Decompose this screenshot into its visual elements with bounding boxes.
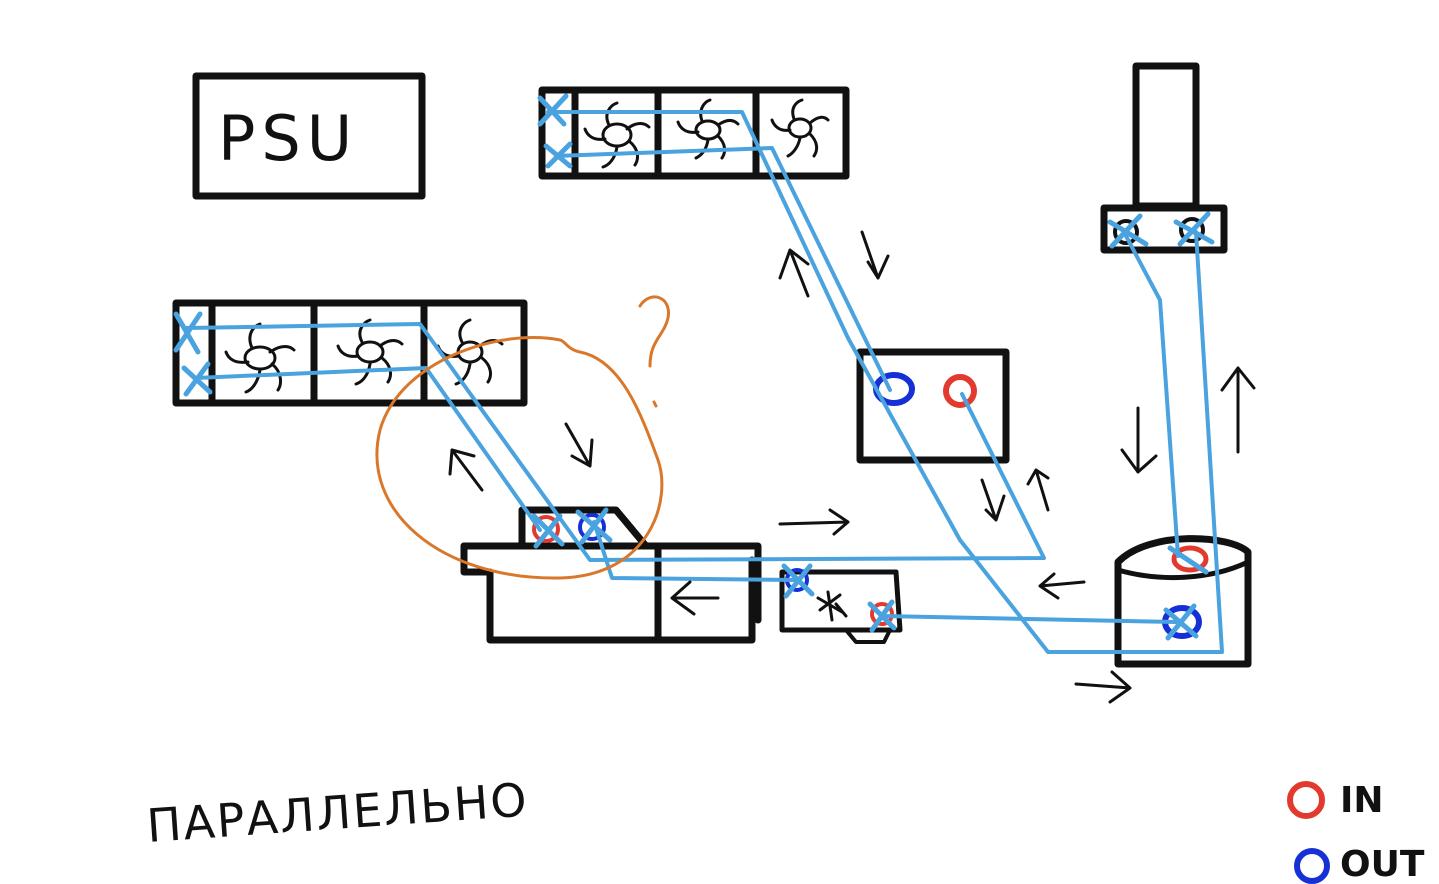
pump-reservoir xyxy=(1114,535,1252,668)
fan-icon xyxy=(436,318,504,386)
tube xyxy=(592,520,798,582)
top-radiator xyxy=(538,86,850,180)
legend: IN OUT xyxy=(1287,780,1425,884)
reservoir-cap xyxy=(1100,204,1228,254)
reservoir-port xyxy=(1113,219,1139,245)
arrow-down-icon xyxy=(564,422,594,468)
fitting-x-mark xyxy=(181,361,213,397)
gpu-in-port xyxy=(532,515,560,543)
pump-in-port xyxy=(1171,545,1209,573)
arrow-right-icon xyxy=(1074,670,1132,704)
arrow-down-icon xyxy=(980,478,1006,522)
tube xyxy=(184,322,1046,562)
psu-box: PSU xyxy=(192,72,426,200)
tube xyxy=(1124,234,1180,558)
arrow-up-icon xyxy=(1026,468,1050,512)
fan-icon xyxy=(336,318,404,386)
gpu-top-edge xyxy=(460,542,762,624)
fitting-x-mark xyxy=(1167,545,1209,575)
fan-icon xyxy=(224,322,296,394)
legend-in-icon xyxy=(1287,781,1325,819)
psu-outline xyxy=(192,72,426,200)
fitting-x-mark xyxy=(1107,213,1149,249)
small-device-tab xyxy=(844,628,892,644)
cpu-in-port xyxy=(943,374,977,408)
psu-label: PSU xyxy=(218,102,358,175)
arrow-up-icon xyxy=(1220,366,1256,454)
fitting-x-mark xyxy=(543,141,573,169)
device-in-port xyxy=(870,602,894,626)
arrow-up-icon xyxy=(448,448,484,492)
gpu-body xyxy=(460,542,756,644)
fitting-x-mark xyxy=(173,311,203,355)
fitting-marks xyxy=(173,93,1215,641)
reservoir-tube-outline xyxy=(1132,62,1200,210)
fan-icon xyxy=(676,98,740,160)
tube xyxy=(554,146,892,392)
question-mark-icon xyxy=(638,295,670,408)
fitting-x-mark xyxy=(1173,211,1215,247)
fitting-x-mark xyxy=(781,563,815,599)
fitting-x-mark xyxy=(867,599,897,633)
legend-in-label: IN xyxy=(1340,780,1384,821)
legend-out-label: OUT xyxy=(1340,844,1425,884)
gpu-waterblock-top xyxy=(518,506,650,550)
flow-arrows xyxy=(448,230,1256,704)
top-radiator-outline xyxy=(538,86,850,180)
cpu-block xyxy=(856,348,1010,464)
arrow-right-icon xyxy=(778,508,850,536)
arrow-left-icon xyxy=(670,580,720,616)
pump-top-curve xyxy=(1115,559,1251,581)
arrow-up-icon xyxy=(778,248,810,298)
fitting-x-mark xyxy=(1163,603,1199,641)
fitting-x-mark xyxy=(531,513,565,549)
fitting-x-mark xyxy=(537,93,569,127)
pump-body xyxy=(1114,535,1252,668)
tube xyxy=(194,366,542,532)
legend-out-icon xyxy=(1294,848,1330,884)
tube xyxy=(546,110,1224,654)
gpu-out-port xyxy=(578,513,606,541)
fitting-x-mark xyxy=(575,507,613,545)
front-radiator xyxy=(172,299,528,407)
diagram-title: ПАРАЛЛЕЛЬНО xyxy=(145,772,530,853)
arrow-left-icon xyxy=(1038,572,1086,600)
arrow-down-icon xyxy=(860,230,890,280)
cpu-block-outline xyxy=(856,348,1010,464)
highlight-circle xyxy=(375,295,670,580)
tubing xyxy=(184,110,1224,654)
arrow-down-icon xyxy=(1120,406,1158,474)
reservoir-tube xyxy=(1100,62,1228,254)
fan-icon xyxy=(816,590,848,622)
front-radiator-outline xyxy=(172,299,528,407)
fan-icon xyxy=(770,98,830,158)
reservoir-port xyxy=(1179,217,1205,243)
tube xyxy=(880,614,1178,624)
small-device-outline xyxy=(779,569,903,633)
highlight-outline xyxy=(375,336,664,580)
